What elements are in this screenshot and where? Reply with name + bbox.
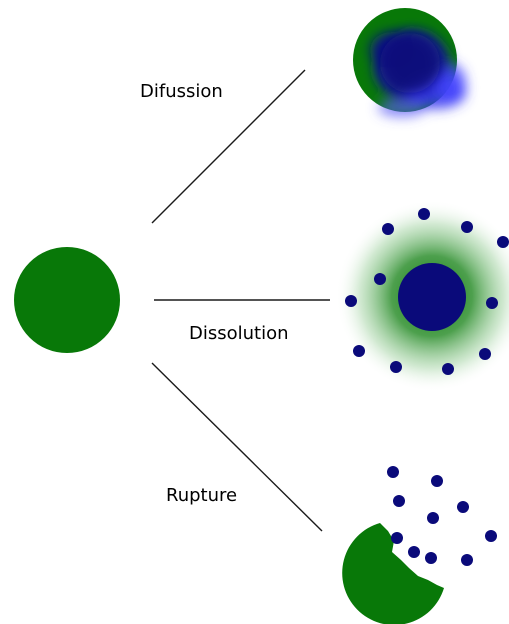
released-particle [431, 475, 443, 487]
released-particle [391, 532, 403, 544]
released-particle [497, 236, 509, 248]
rupture-capsule [342, 466, 497, 624]
released-particle [374, 273, 386, 285]
released-particle [461, 221, 473, 233]
dissolution-label: Dissolution [189, 323, 289, 344]
dissolution-core [398, 263, 466, 331]
released-particle [387, 466, 399, 478]
released-particles-dissolution [345, 208, 509, 375]
released-particle [345, 295, 357, 307]
diffusion-pathway-line [151, 69, 306, 224]
ruptured-shell [342, 523, 444, 624]
released-particle [427, 512, 439, 524]
released-particle [382, 223, 394, 235]
released-particle [442, 363, 454, 375]
diffusion-capsule [353, 8, 466, 117]
released-particle [418, 208, 430, 220]
released-particle [486, 297, 498, 309]
released-particle [353, 345, 365, 357]
released-particle [425, 552, 437, 564]
released-particle [390, 361, 402, 373]
released-particle [408, 546, 420, 558]
diffusion-label: Difussion [140, 81, 223, 102]
rupture-pathway-line [151, 362, 323, 532]
released-particle [479, 348, 491, 360]
diffusion-core [380, 33, 440, 93]
rupture-label: Rupture [166, 485, 237, 506]
released-particle [485, 530, 497, 542]
released-particle [461, 554, 473, 566]
released-particle [457, 501, 469, 513]
dissolution-capsule [336, 200, 509, 392]
released-particle [393, 495, 405, 507]
source-capsule [14, 247, 120, 353]
released-particles-rupture [387, 466, 497, 566]
